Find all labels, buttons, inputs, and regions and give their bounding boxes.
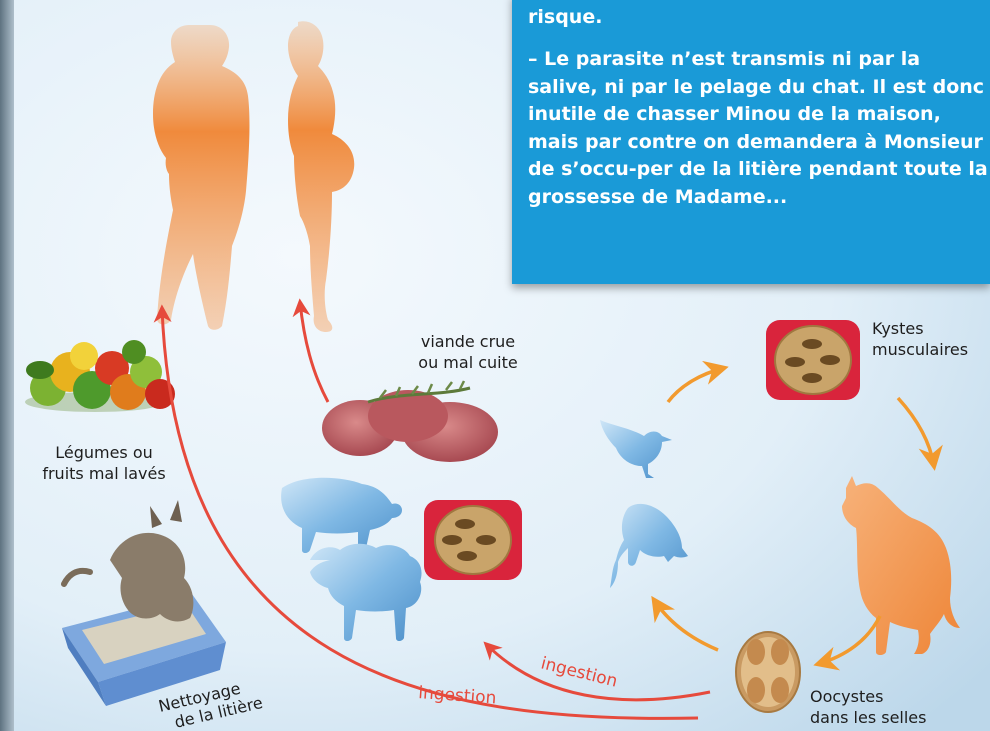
cat-litter-box-image — [62, 500, 226, 706]
pregnant-woman-silhouette-icon — [288, 21, 354, 332]
raw-meat-label-line1: viande crue — [408, 331, 528, 352]
cycle-arrow-cat-to-oocyst — [818, 616, 880, 664]
cat-silhouette-icon — [842, 476, 960, 655]
muscle-cysts-label-line2: musculaires — [872, 339, 988, 360]
info-box-line1: risque. — [528, 4, 602, 32]
oocysts-label-line1: Oocystes — [810, 686, 980, 707]
cycle-arrow-cyst-to-cat — [898, 398, 934, 466]
raw-meat-image — [322, 381, 498, 462]
vegetables-label-line2: fruits mal lavés — [22, 463, 186, 484]
rat-silhouette-icon — [610, 504, 688, 588]
muscle-cyst-icon — [766, 320, 860, 400]
bird-silhouette-icon — [600, 420, 672, 478]
muscle-cysts-label-line1: Kystes — [872, 318, 988, 339]
oocyst-icon — [736, 632, 800, 712]
raw-meat-label: viande crue ou mal cuite — [408, 331, 528, 373]
vegetables-image — [25, 340, 175, 412]
cycle-arrow-oocyst-to-rat — [654, 600, 718, 650]
info-box: risque. – Le parasite n’est transmis ni … — [512, 0, 990, 284]
oocysts-label-line2: dans les selles — [810, 707, 980, 728]
vegetables-label-line1: Légumes ou — [22, 442, 186, 463]
oocysts-label: Oocystes dans les selles — [810, 686, 980, 728]
muscle-cysts-label: Kystes musculaires — [872, 318, 988, 360]
man-silhouette-icon — [153, 25, 249, 330]
sheep-silhouette-icon — [310, 544, 422, 641]
ingestion-label-lower: ingestion — [418, 683, 497, 708]
raw-meat-label-line2: ou mal cuite — [408, 352, 528, 373]
cycle-arrow-bird-to-cyst — [668, 368, 724, 402]
info-box-paragraph: – Le parasite n’est transmis ni par la s… — [528, 46, 988, 211]
pig-silhouette-icon — [281, 478, 402, 553]
vegetables-label: Légumes ou fruits mal lavés — [22, 442, 186, 484]
muscle-cyst-icon — [424, 500, 522, 580]
